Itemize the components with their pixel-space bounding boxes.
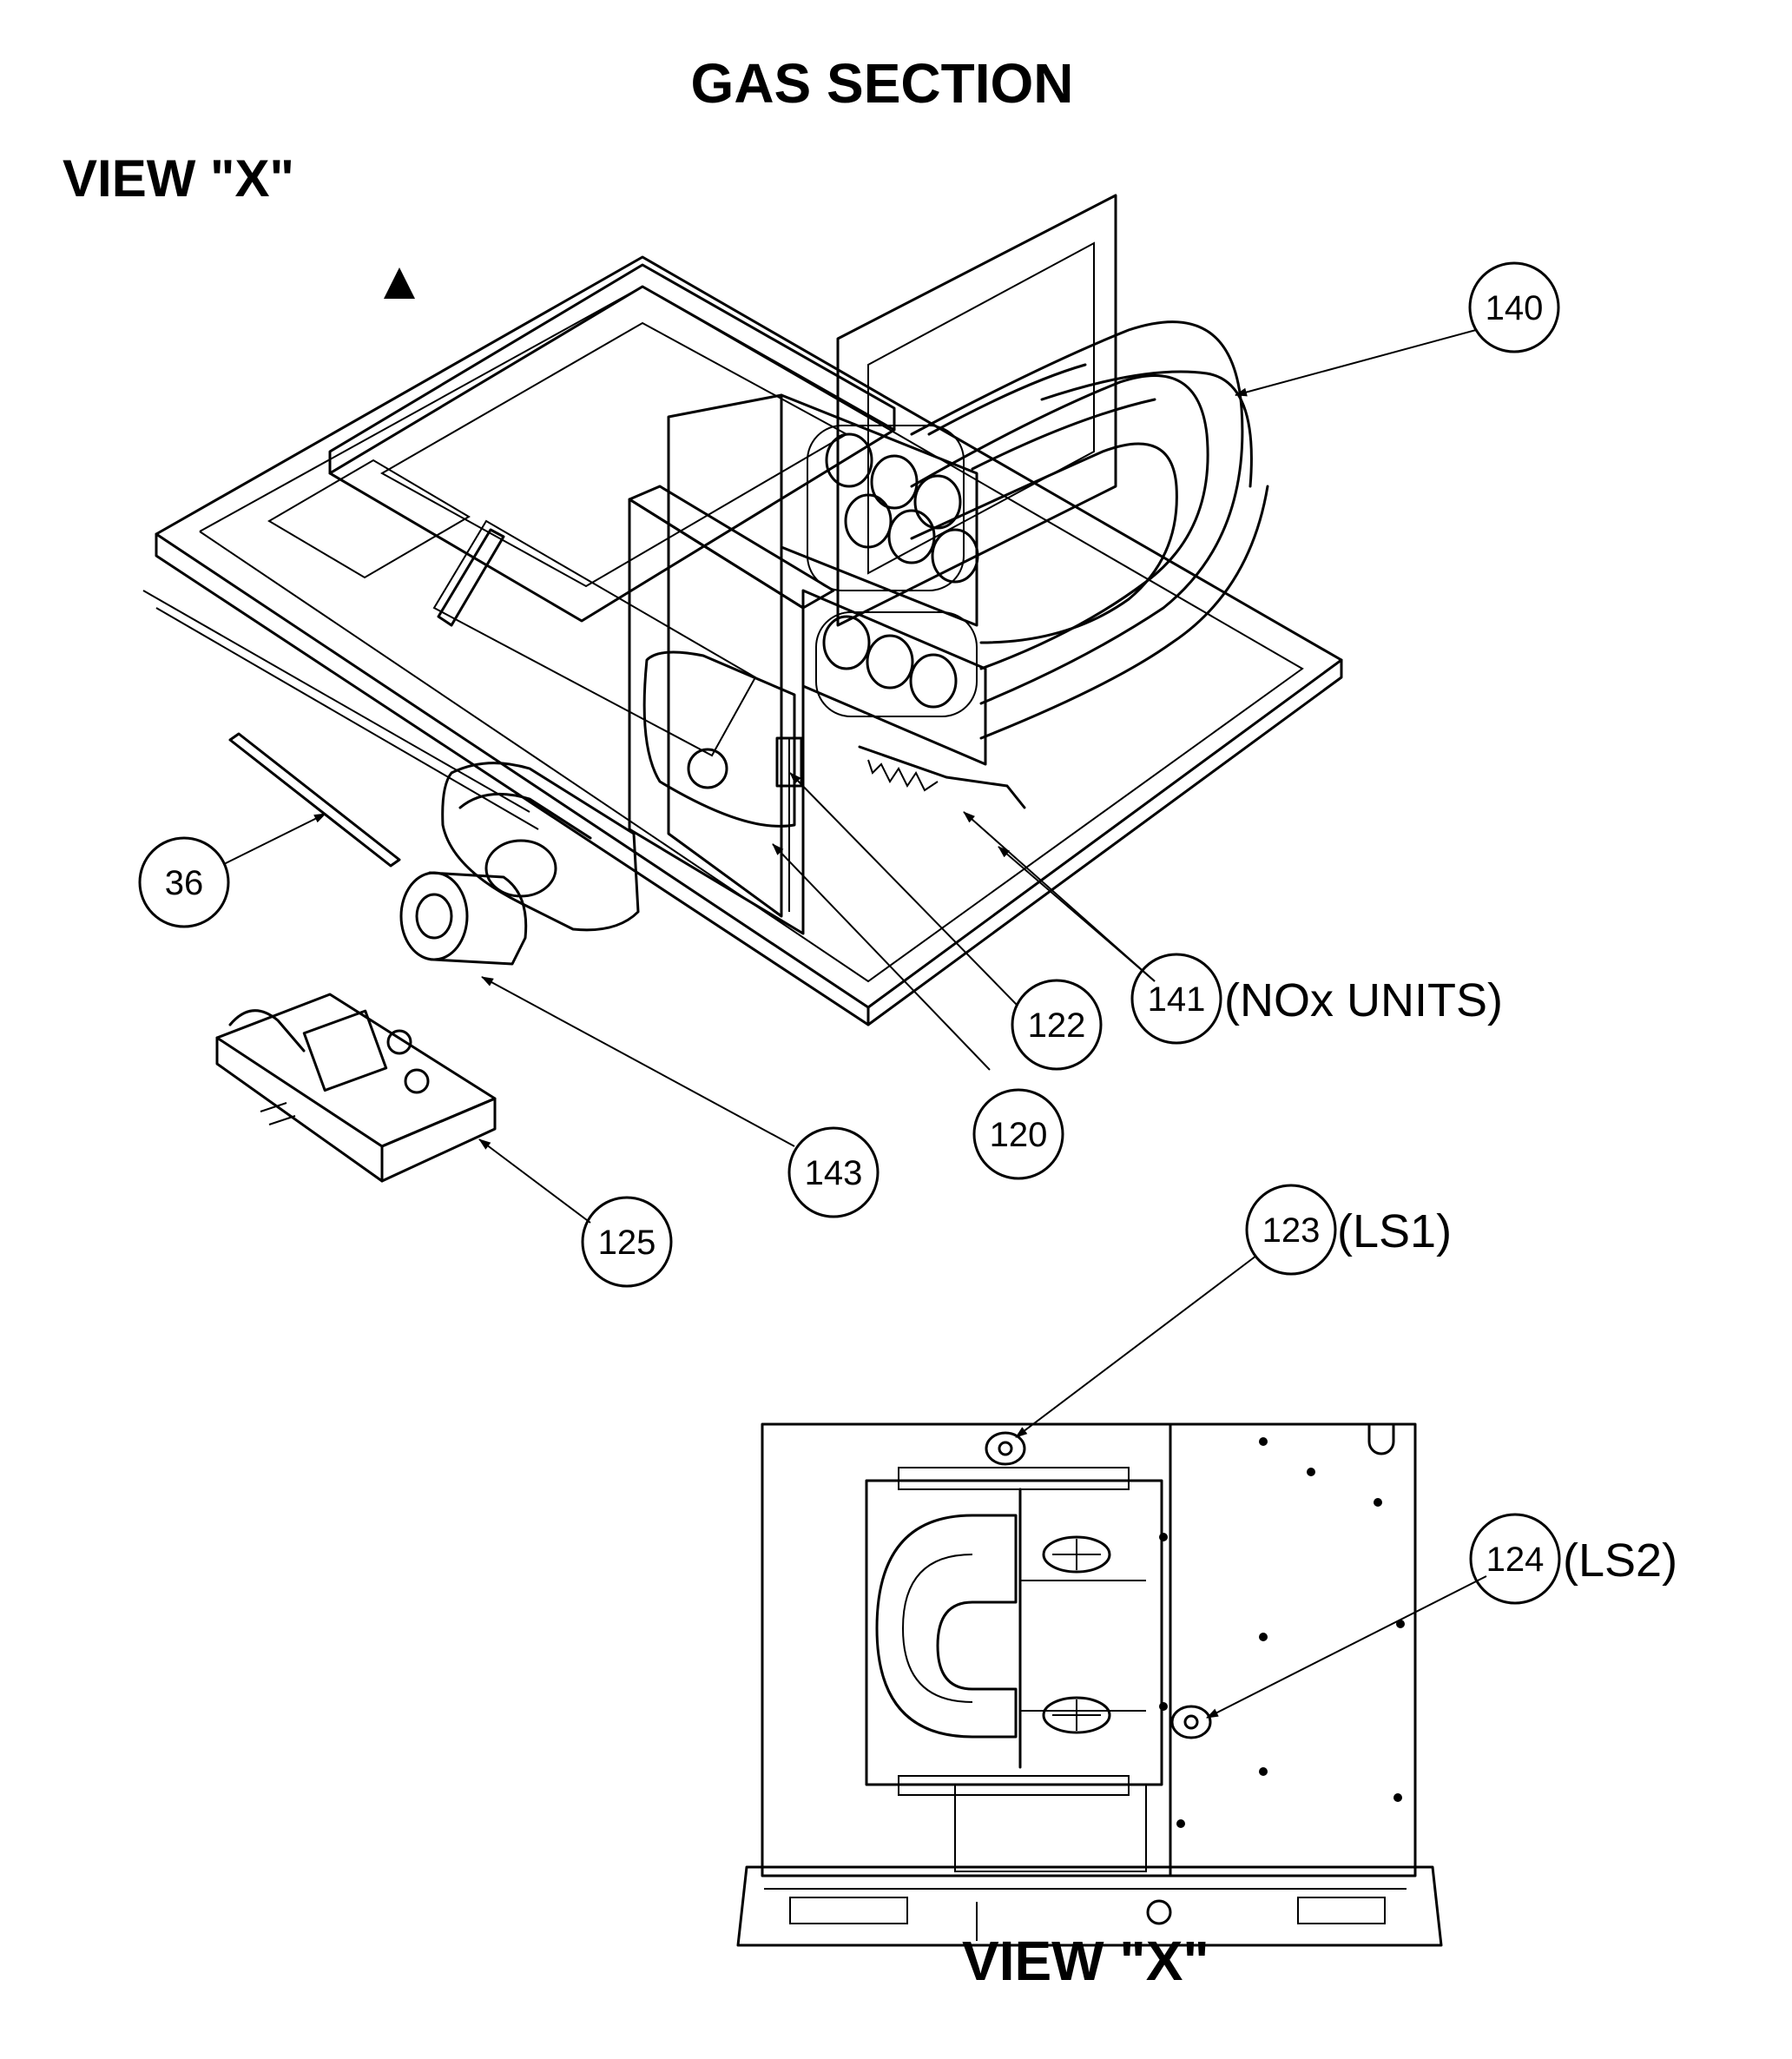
callout-125-label: 125 <box>598 1224 656 1262</box>
callout-123: 123 (LS1) <box>1245 1184 1452 1276</box>
leader-lines <box>223 329 1487 1719</box>
upper-return-frame <box>267 263 896 757</box>
callout-124-suffix: (LS2) <box>1563 1534 1677 1587</box>
callout-123-suffix: (LS1) <box>1337 1205 1452 1257</box>
callout-124: 124 (LS2) <box>1469 1513 1677 1605</box>
limit-switch-ls2 <box>1170 1705 1212 1739</box>
callout-123-label: 123 <box>1262 1211 1321 1250</box>
roll-out-switch-bracket <box>775 736 803 912</box>
callout-141-suffix: (NOx UNITS) <box>1224 974 1503 1026</box>
burner-inlet-panel-upper <box>780 393 979 627</box>
callout-36: 36 <box>138 836 230 928</box>
callout-143: 143 <box>787 1126 880 1218</box>
callout-36-label: 36 <box>165 864 204 902</box>
burner-inlet-panel-lower <box>801 589 987 766</box>
view-label-top: VIEW "X" <box>63 149 294 208</box>
vestibule-panel <box>628 485 835 935</box>
callout-122: 122 <box>1011 979 1103 1071</box>
panel-screws <box>1159 1437 1405 1828</box>
callout-143-label: 143 <box>805 1154 863 1192</box>
view-direction-arrow <box>384 267 415 299</box>
callout-140-label: 140 <box>1486 289 1544 327</box>
callout-120-label: 120 <box>990 1116 1048 1154</box>
unit-base-pan <box>142 255 1343 1026</box>
callout-141: 141 (NOx UNITS) <box>1130 953 1503 1045</box>
heat-exchanger-tubes <box>910 320 1269 740</box>
limit-switch-ls1 <box>985 1431 1026 1466</box>
view-x-heat-exchanger <box>865 1467 1163 1872</box>
callout-125: 125 <box>581 1196 673 1288</box>
base-rail-strip <box>228 732 401 868</box>
callout-120: 120 <box>972 1088 1064 1180</box>
callout-140: 140 <box>1468 261 1560 353</box>
diagram-title: GAS SECTION <box>690 52 1074 115</box>
callout-141-label: 141 <box>1148 980 1206 1019</box>
inducer-motor <box>399 871 528 966</box>
callout-122-label: 122 <box>1028 1006 1086 1045</box>
callout-124-label: 124 <box>1486 1541 1545 1579</box>
view-x-panel <box>736 1422 1443 1947</box>
gas-valve-assembly <box>215 993 497 1183</box>
heat-exchanger-back-panel <box>836 194 1117 627</box>
nox-inserts <box>858 745 1026 809</box>
vestibule-side-plate <box>667 393 783 918</box>
view-label-bottom: VIEW "X" <box>962 1930 1209 1992</box>
